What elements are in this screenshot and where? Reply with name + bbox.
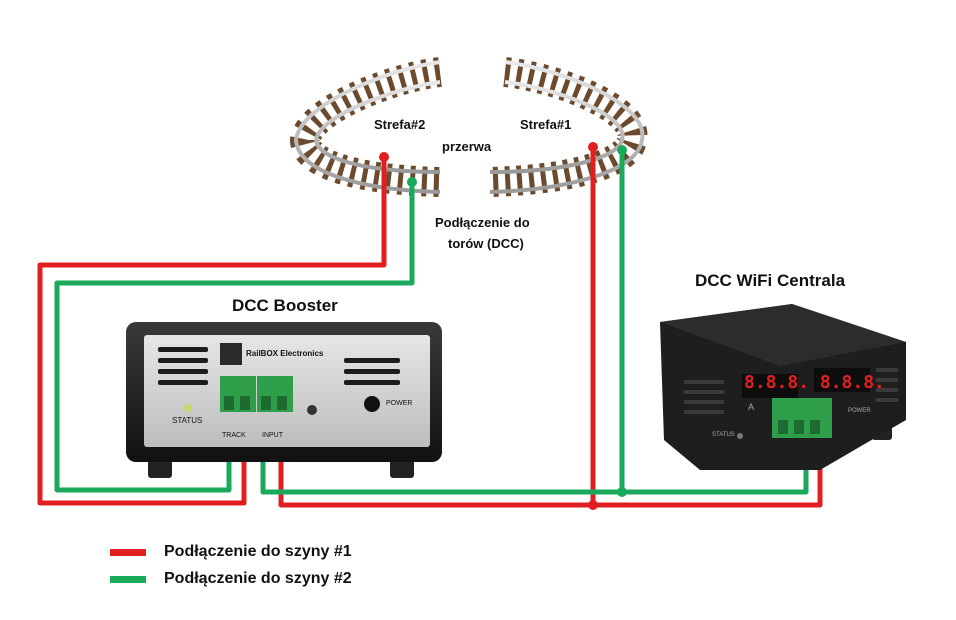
central-display-value: 8.8.8. 8.8.8.	[744, 372, 885, 393]
zone-1-label: Strefa#1	[520, 117, 572, 132]
booster-status-label: STATUS	[172, 416, 203, 425]
track-connection-label-line2: torów (DCC)	[448, 236, 524, 251]
junction-rail2	[617, 487, 627, 497]
track-zone-2	[289, 57, 443, 197]
booster-power-button[interactable]	[364, 396, 380, 412]
booster-track-label: TRACK	[222, 432, 246, 439]
junction-rail1	[588, 500, 598, 510]
booster-title: DCC Booster	[232, 296, 338, 315]
central-status-led	[737, 433, 743, 439]
central-display-right	[814, 368, 870, 392]
central-status-label: STATUS	[712, 432, 735, 438]
track-contact-zone1-rail2	[617, 145, 627, 155]
booster-device	[126, 322, 442, 478]
legend-item-rail-1: Podłączenie do szyny #1	[110, 543, 352, 561]
legend-swatch-red	[110, 548, 146, 556]
central-device	[660, 304, 906, 470]
central-power-label: POWER	[848, 408, 871, 414]
legend-item-rail-2: Podłączenie do szyny #2	[110, 570, 352, 588]
gap-label: przerwa	[442, 139, 492, 154]
track-contact-zone1-rail1	[588, 142, 598, 152]
booster-input-label: INPUT	[262, 432, 283, 439]
railbox-logo	[220, 343, 242, 365]
booster-status-led	[184, 404, 192, 412]
track-contact-zone2-rail2	[407, 177, 417, 187]
legend-label-rail-1: Podłączenie do szyny #1	[164, 543, 352, 560]
booster-brand-label: RailBOX Electronics	[246, 349, 324, 358]
zone-2-label: Strefa#2	[374, 117, 426, 132]
central-unit-label: A	[748, 402, 755, 412]
track-connection-label-line1: Podłączenie do	[435, 215, 530, 230]
central-display-left	[742, 374, 798, 398]
legend-swatch-green	[110, 575, 146, 583]
track-contact-zone2-rail1	[379, 152, 389, 162]
booster-power-label: POWER	[386, 400, 413, 407]
legend-label-rail-2: Podłączenie do szyny #2	[164, 570, 352, 587]
central-title: DCC WiFi Centrala	[695, 271, 846, 290]
track-zone-1	[489, 57, 648, 197]
